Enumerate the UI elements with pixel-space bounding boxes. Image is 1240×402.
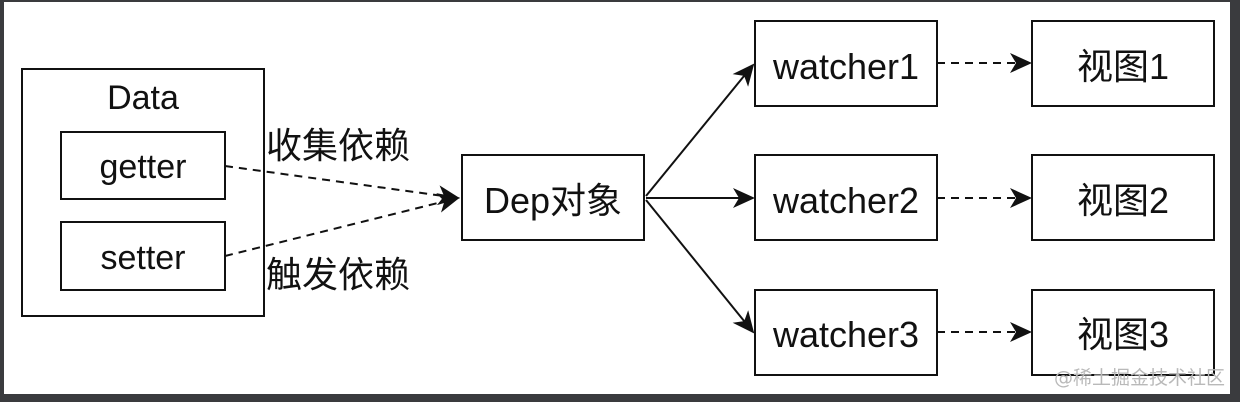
view-box [1031,154,1215,241]
view-label: 视图1 [1077,46,1169,87]
watcher-label: watcher2 [772,180,919,221]
setter-label: setter [100,239,185,277]
view-3: 视图3 [1031,289,1215,376]
trigger-dependency-label: 触发依赖 [266,254,410,295]
collect-dependency-label: 收集依赖 [266,125,410,166]
watcher-label: watcher3 [772,314,919,355]
watcher-box [754,154,938,241]
trigger-dependency-arrow [224,193,460,257]
view-box [1031,289,1215,376]
watcher-3: watcher3 [754,289,938,376]
collect-dependency-arrow [224,165,460,206]
watcher-1: watcher1 [754,20,938,107]
view-box [1031,20,1215,107]
watermark: @稀土掘金技术社区 [1054,367,1225,389]
data-box-title: Data [107,79,179,117]
view-label: 视图2 [1077,180,1169,221]
watcher-2: watcher2 [754,154,938,241]
dep-box [461,154,645,241]
getter-label: getter [100,148,187,186]
watcher-box [754,20,938,107]
setter-box [60,221,226,291]
watcher-box [754,289,938,376]
dep-to-watcher3-arrow [645,199,755,334]
dep-label: Dep对象 [484,180,622,221]
view-label: 视图3 [1077,314,1169,355]
view-1: 视图1 [1031,20,1215,107]
view-2: 视图2 [1031,154,1215,241]
getter-box [60,131,226,200]
dep-to-watcher1-arrow [645,63,755,197]
watcher-label: watcher1 [772,46,919,87]
